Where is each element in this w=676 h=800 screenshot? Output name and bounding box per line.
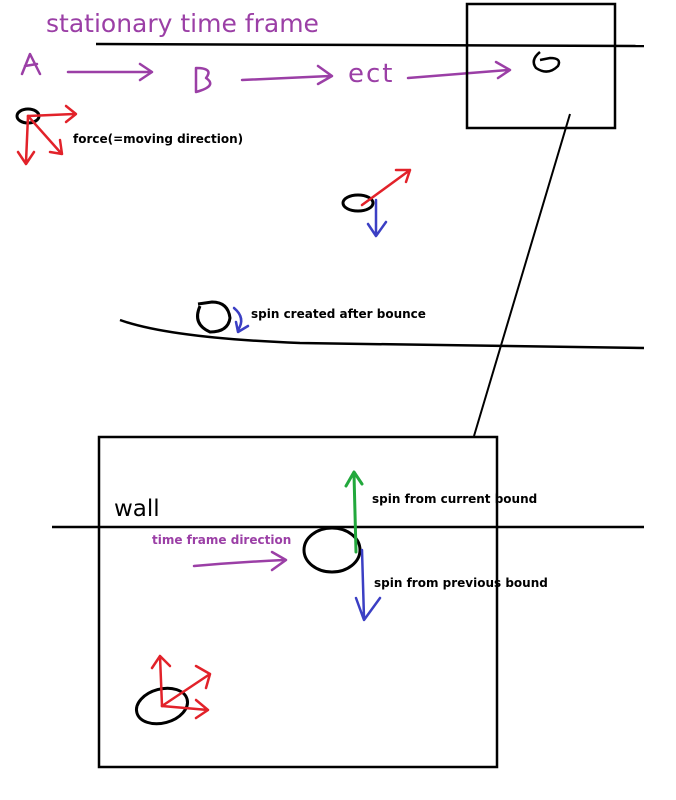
blue-spin-arrow <box>354 548 382 622</box>
ball-mid <box>341 193 375 213</box>
sequence-A <box>20 52 512 94</box>
ball-box-bottom <box>135 686 189 726</box>
spin-previous-label: spin from previous bound <box>374 576 548 590</box>
ball-wall <box>302 526 362 574</box>
arrow-ect-to-ball <box>406 60 512 80</box>
spin-after-bounce-label: spin created after bounce <box>251 307 426 321</box>
time-frame-arrow <box>192 550 288 572</box>
time-frame-direction-label: time frame direction <box>152 533 291 547</box>
force-arrow-diag <box>26 114 64 156</box>
force-arrow-right <box>26 104 78 124</box>
force-label: force(=moving direction) <box>73 132 243 146</box>
letter-a-glyph <box>20 52 42 76</box>
bottom-arrow-diag <box>160 664 212 708</box>
force-arrow-down <box>16 114 36 166</box>
bottom-arrow-up <box>150 654 172 708</box>
bottom-force-arrows <box>150 654 212 720</box>
zoom-detail-box <box>97 435 499 769</box>
mid-red-arrow <box>360 168 412 207</box>
ect-text: ect <box>348 59 395 89</box>
force-arrows <box>16 104 78 166</box>
letter-b-glyph <box>194 66 212 94</box>
bounce-spin-arrow <box>232 306 250 334</box>
bottom-arrow-right <box>160 698 210 720</box>
top-ground-line <box>95 42 645 48</box>
small-ball-top <box>532 51 561 73</box>
arrow-b-to-ect <box>240 64 334 86</box>
ball-bounce <box>196 300 232 334</box>
curved-surface-line <box>119 318 645 350</box>
green-spin-arrow <box>344 470 364 554</box>
wall-label: wall <box>114 496 160 522</box>
zoom-connector-line <box>473 113 571 437</box>
zoom-source-box <box>465 2 617 130</box>
arrow-a-to-b <box>66 62 154 82</box>
spin-current-label: spin from current bound <box>372 492 537 506</box>
mid-blue-arrow <box>366 198 388 238</box>
title-text: stationary time frame <box>46 9 319 38</box>
